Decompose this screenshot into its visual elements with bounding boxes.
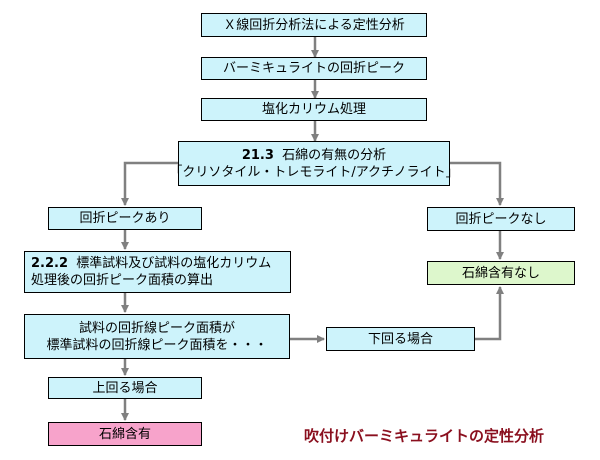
box-label: 石綿含有なし (461, 265, 540, 281)
box-label: バーミキュライトの回折ピーク (222, 61, 405, 76)
arrow-analysis-to-peak-yes (121, 161, 178, 206)
box-heading-line: 21.3 石綿の有無の分析 (242, 147, 386, 164)
box-kcl-treatment: 塩化カリウム処理 (201, 98, 427, 121)
box-label: 下回る場合 (367, 331, 433, 347)
box-label: 回折ピークなし (455, 211, 547, 227)
box-peak-absent: 回折ピークなし (427, 207, 575, 231)
box-line-1: 標準試料及び試料の塩化カリウム (76, 256, 272, 271)
box-subtitle: 「クリソタイル・トレモライト/アクチノライト」 (169, 164, 459, 180)
box-asbestos-analysis: 21.3 石綿の有無の分析 「クリソタイル・トレモライト/アクチノライト」 (169, 141, 459, 186)
box-heading-line: 2.2.2 標準試料及び試料の塩化カリウム (31, 255, 271, 272)
box-label: 回折ピークあり (79, 211, 171, 226)
box-no-asbestos: 石綿含有なし (427, 261, 575, 285)
section-number: 21.3 (241, 147, 274, 163)
box-line-1: 試料の回折線ピーク面積が (78, 320, 235, 336)
box-label: 上回る場合 (92, 380, 158, 396)
box-peak-present: 回折ピークあり (48, 207, 202, 230)
box-peak-area-comparison: 試料の回折線ピーク面積が 標準試料の回折線ピーク面積を・・・ (24, 314, 290, 359)
box-label: 石綿含有 (98, 426, 151, 442)
diagram-caption: 吹付けバーミキュライトの定性分析 (304, 427, 545, 445)
box-below-case: 下回る場合 (326, 327, 475, 351)
box-line-2: 標準試料の回折線ピーク面積を・・・ (46, 337, 268, 353)
box-line-2: 処理後の回折ピーク面積の算出 (31, 273, 214, 288)
box-heading: 石綿の有無の分析 (282, 147, 387, 163)
box-label: 塩化カリウム処理 (261, 102, 366, 117)
arrow-below-to-none (475, 286, 504, 341)
section-number: 2.2.2 (31, 256, 69, 271)
box-peak-area-calculation: 2.2.2 標準試料及び試料の塩化カリウム 処理後の回折ピーク面積の算出 (24, 251, 291, 293)
box-asbestos-contained: 石綿含有 (48, 422, 202, 446)
box-above-case: 上回る場合 (48, 377, 202, 399)
arrow-analysis-to-peak-no (450, 161, 504, 206)
box-xray-qualitative-analysis: Ｘ線回折分析法による定性分析 (201, 13, 427, 37)
box-label: Ｘ線回折分析法による定性分析 (223, 17, 405, 33)
box-vermiculite-peak: バーミキュライトの回折ピーク (201, 57, 427, 80)
